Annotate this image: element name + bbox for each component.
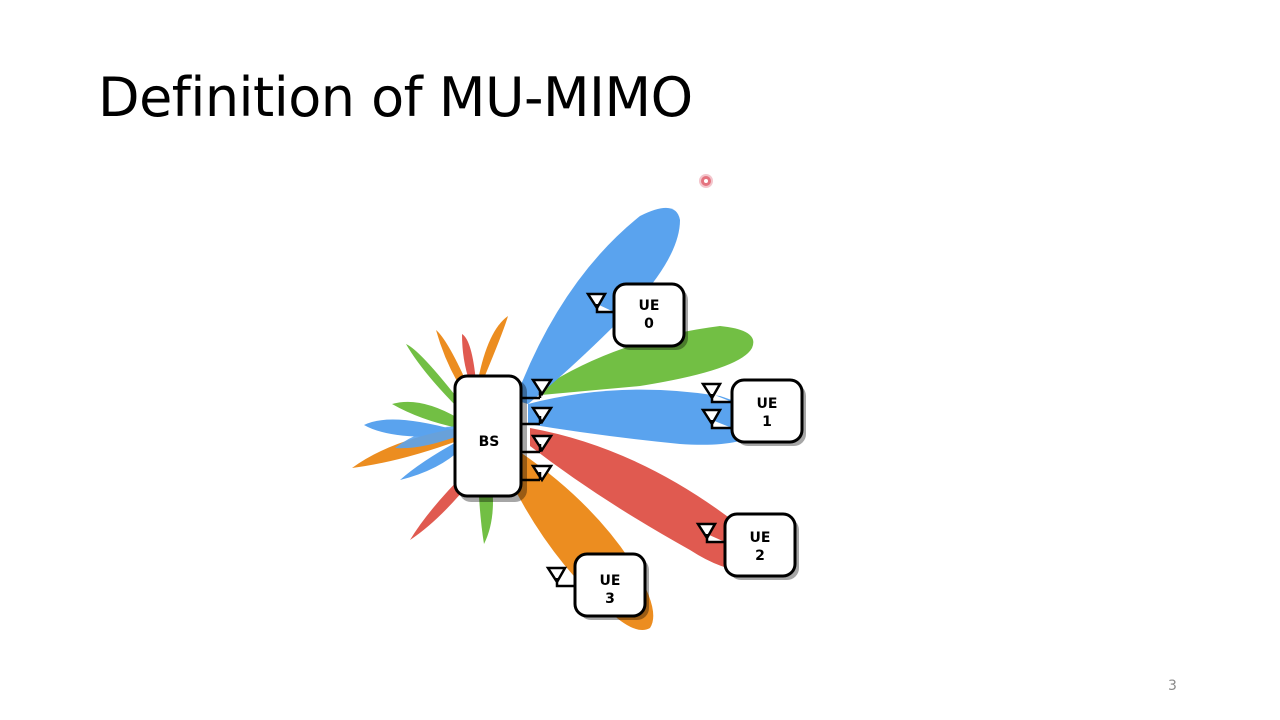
ue-1-box <box>730 378 804 444</box>
slide-title: Definition of MU-MIMO <box>98 66 693 129</box>
side-lobe-orange-up <box>478 316 508 380</box>
ue-0-box <box>612 282 686 348</box>
ue-1-antenna-bottom <box>700 408 732 430</box>
bs-antenna-3 <box>521 434 554 454</box>
bs-antenna-2 <box>521 406 554 426</box>
ue-3-label-line2: 3 <box>605 591 615 607</box>
ue-0-antenna <box>585 292 614 314</box>
beam-ue1-green <box>530 326 754 396</box>
page-number: 3 <box>1168 678 1177 694</box>
laser-pointer-icon <box>699 174 713 188</box>
ue-1-label-line1: UE <box>757 396 778 412</box>
ue-2-antenna <box>695 522 725 544</box>
ue-3: UE 3 <box>545 552 649 620</box>
beam-ue1-blue <box>528 389 761 445</box>
ue-0-label-line1: UE <box>639 298 660 314</box>
bs-antenna-1 <box>521 378 554 400</box>
base-station-label: BS <box>479 434 500 450</box>
ue-2: UE 2 <box>695 512 799 580</box>
side-lobe-green-upper <box>406 344 462 410</box>
side-lobe-blue-lower <box>400 440 462 480</box>
ue-1-antenna-top <box>700 382 732 404</box>
bs-antennas <box>521 378 554 483</box>
ue-0-label-line2: 0 <box>644 316 654 332</box>
side-lobe-green-back <box>392 401 458 428</box>
base-station: BS <box>453 374 554 502</box>
bs-antenna-4 <box>521 464 554 483</box>
base-station-box <box>453 374 523 498</box>
ue-2-label-line1: UE <box>750 530 771 546</box>
ue-2-label-line2: 2 <box>755 548 765 564</box>
ue-0: UE 0 <box>585 282 688 350</box>
ue-3-label-line1: UE <box>600 573 621 589</box>
ue-1-label-line2: 1 <box>762 414 772 430</box>
ue-1: UE 1 <box>700 378 806 446</box>
side-lobe-blue-mid <box>395 426 458 449</box>
ue-3-antenna <box>545 566 575 588</box>
ue-2-box <box>723 512 797 578</box>
